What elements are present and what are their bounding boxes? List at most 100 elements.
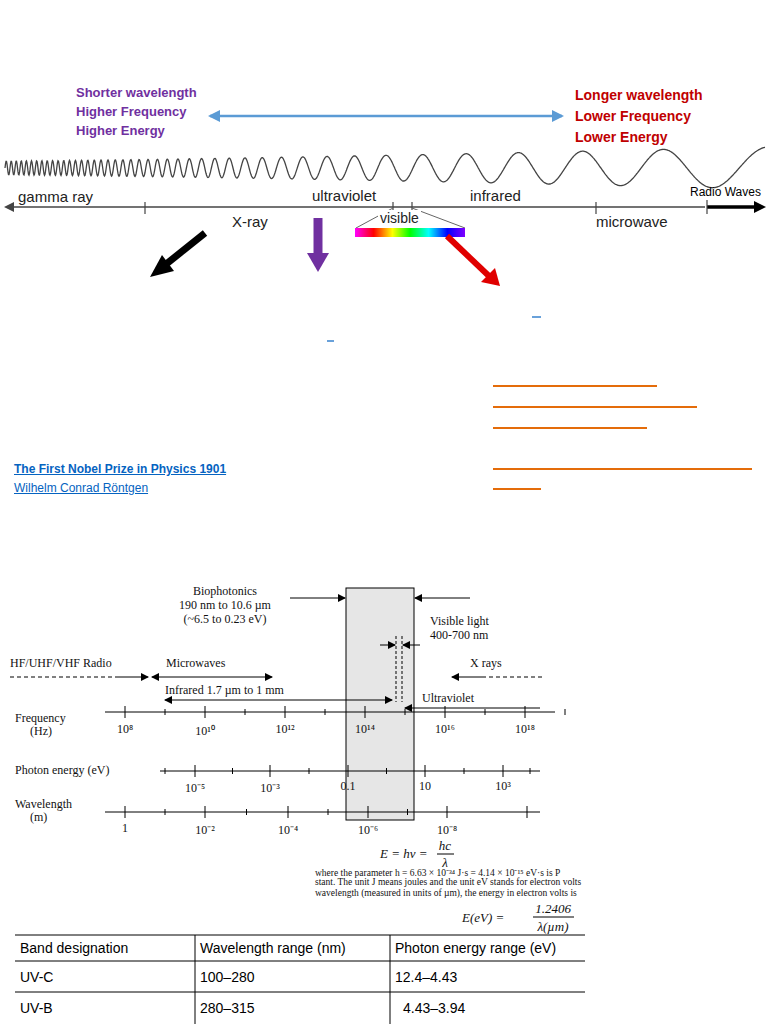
visible-arrow — [481, 268, 500, 286]
blank-line — [493, 427, 647, 429]
table-header: Wavelength range (nm) — [200, 940, 346, 956]
range-label: 400-700 nm — [430, 628, 488, 643]
range-label: Biophotonics — [193, 584, 257, 599]
axis-arrow — [754, 201, 766, 213]
band-label: X-ray — [232, 213, 268, 230]
axis-arrow — [4, 202, 14, 212]
range-arrow — [405, 708, 540, 709]
blank-line — [532, 316, 541, 317]
uv-arrow — [314, 218, 323, 255]
table-cell: UV-B — [20, 1000, 53, 1016]
spectrum-axis — [8, 206, 705, 208]
blank-line — [493, 406, 697, 408]
dashed-range — [10, 677, 118, 678]
tick — [368, 806, 369, 818]
tick — [165, 709, 166, 715]
table-header: Photon energy range (eV) — [395, 940, 556, 956]
tick-label: 10 — [419, 779, 431, 794]
formula: hc — [439, 838, 451, 854]
tick — [447, 806, 448, 818]
table-rule — [390, 935, 391, 1024]
table-cell: 12.4–4.43 — [395, 969, 457, 985]
answer-lines — [493, 386, 752, 489]
tick — [386, 768, 387, 774]
formula: 1.2406 — [535, 901, 571, 917]
tick — [445, 706, 446, 718]
band-label: microwave — [596, 213, 668, 230]
tick — [530, 768, 531, 774]
tick — [527, 806, 528, 818]
tick — [205, 806, 206, 818]
tick-label: 0.1 — [341, 779, 356, 794]
visible-boundary — [402, 636, 403, 702]
tick — [285, 706, 286, 718]
range-label: 190 nm to 10.6 µm — [179, 598, 271, 613]
tick — [125, 706, 126, 718]
tick-label: 10¹² — [275, 722, 294, 737]
tick — [125, 806, 126, 818]
table-cell: 100–280 — [200, 969, 255, 985]
energy-axis — [160, 771, 540, 772]
table-rule — [15, 961, 585, 962]
tick — [165, 768, 166, 774]
range-arrow — [165, 700, 392, 701]
table-rule — [195, 935, 196, 1024]
tick — [270, 765, 271, 777]
blank-line — [493, 488, 541, 490]
frequency-axis — [105, 712, 555, 713]
table-rule — [15, 935, 585, 936]
axis-title: Frequency — [15, 711, 66, 726]
tick — [288, 806, 289, 818]
formula: E(eV) = — [462, 910, 504, 926]
table-grid — [15, 935, 585, 1024]
range-arrow — [290, 598, 345, 599]
tick — [348, 765, 349, 777]
x-ray-arrow — [165, 233, 205, 265]
tick — [205, 706, 206, 718]
tick — [464, 768, 465, 774]
region-label: HF/UHF/VHF Radio — [10, 656, 112, 671]
region-label: Ultraviolet — [422, 691, 474, 706]
range-label: (~6.5 to 0.23 eV) — [184, 612, 267, 627]
table-header: Band designation — [20, 940, 128, 956]
x-ray-arrow — [150, 255, 174, 277]
visible-arrow — [447, 236, 490, 277]
link-text: Wilhelm Conrad Röntgen — [14, 481, 148, 495]
wavelength-axis — [105, 812, 540, 813]
fraction-bar — [437, 854, 454, 855]
uv-arrow — [307, 253, 329, 272]
tick — [246, 809, 247, 815]
axis-title: (m) — [30, 810, 47, 825]
tick — [245, 709, 246, 715]
table-cell: 280–315 — [200, 1000, 255, 1016]
blank-line — [493, 468, 752, 470]
tick-label: 10¹⁶ — [435, 722, 455, 737]
tick — [595, 202, 596, 214]
fraction-bar — [533, 917, 574, 918]
note-text: wavelength (measured in units of µm), th… — [315, 888, 577, 898]
range-arrow — [152, 677, 272, 678]
range-arrow — [415, 598, 470, 599]
tick — [144, 202, 145, 214]
tick — [425, 765, 426, 777]
tick-label: 10⁻³ — [260, 779, 280, 796]
table-cell: UV-C — [20, 969, 53, 985]
tick-label: 10⁻² — [195, 821, 215, 838]
band-label: infrared — [470, 187, 521, 204]
axis-title: (Hz) — [30, 724, 52, 739]
axis-title: Photon energy (eV) — [15, 763, 109, 778]
tick — [405, 709, 406, 715]
tick — [165, 809, 166, 815]
region-label: Microwaves — [166, 656, 225, 671]
band-label: gamma ray — [18, 188, 93, 205]
axis-title: Wavelength — [15, 797, 72, 812]
tick-label: 10³ — [495, 779, 511, 794]
tick-label: 10⁻⁶ — [358, 821, 378, 838]
tick — [309, 768, 310, 774]
link-text: The First Nobel Prize in Physics 1901 — [14, 462, 226, 476]
energy-note: Higher Energy — [76, 123, 165, 138]
spectrum-axis — [707, 205, 756, 209]
energy-note: Lower Frequency — [575, 108, 691, 124]
axis-ticks — [125, 706, 565, 818]
formula: E = hν = — [380, 846, 428, 862]
